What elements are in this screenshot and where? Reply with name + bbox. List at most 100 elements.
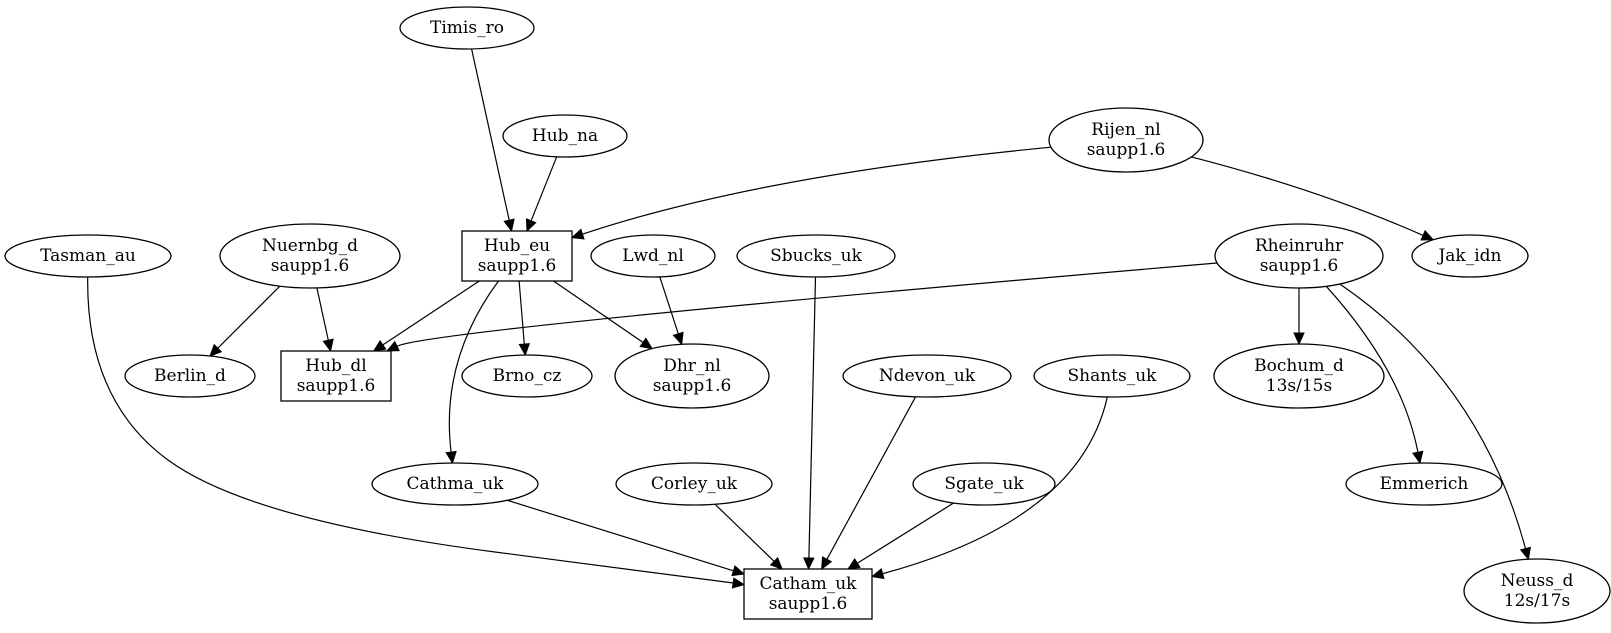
node-ellipse	[1345, 462, 1503, 506]
edge-line	[1339, 283, 1527, 549]
edge-line	[507, 499, 734, 572]
node-sublabel: saupp1.6	[1260, 256, 1339, 276]
node-ellipse	[736, 234, 896, 278]
edge-line	[826, 396, 917, 560]
arrowhead-icon	[846, 558, 861, 570]
node-emmerich[interactable]: Emmerich	[1345, 462, 1503, 506]
node-label: Tasman_au	[40, 246, 136, 266]
node-label: Lwd_nl	[622, 246, 684, 266]
node-label: Rijen_nl	[1091, 120, 1160, 140]
edge-nuernbg_d-to-berlin_d	[209, 285, 281, 357]
edge-line	[808, 276, 817, 559]
arrowhead-icon	[1293, 332, 1305, 346]
edge-line	[882, 396, 1108, 575]
node-label: Rheinruhr	[1255, 236, 1344, 256]
node-label: Sgate_uk	[944, 474, 1024, 494]
edge-rheinruhr-to-emmerich	[1325, 285, 1424, 465]
node-brno-cz[interactable]: Brno_cz	[461, 354, 593, 398]
arrowhead-icon	[525, 218, 537, 233]
node-ndevon-uk[interactable]: Ndevon_uk	[842, 354, 1012, 398]
node-sublabel: saupp1.6	[478, 256, 557, 276]
node-label: Hub_dl	[305, 356, 366, 376]
node-ellipse	[461, 354, 593, 398]
edge-line	[382, 280, 480, 346]
node-sublabel: saupp1.6	[769, 594, 848, 614]
edge-line	[530, 156, 558, 222]
arrowhead-icon	[322, 338, 334, 353]
node-lwd-nl[interactable]: Lwd_nl	[590, 234, 716, 278]
edge-ndevon_uk-to-catham_uk	[821, 396, 917, 571]
edge-rijen_nl-to-hub_eu	[570, 146, 1052, 240]
node-label: Corley_uk	[651, 474, 738, 494]
edge-line	[316, 287, 329, 341]
node-label: Cathma_uk	[407, 474, 505, 494]
node-ellipse	[4, 234, 172, 278]
edge-line	[659, 276, 679, 334]
node-sbucks-uk[interactable]: Sbucks_uk	[736, 234, 896, 278]
edge-line	[448, 280, 499, 453]
node-label: Berlin_d	[154, 366, 226, 386]
arrowhead-icon	[570, 228, 585, 240]
edge-line	[1325, 285, 1419, 453]
node-corley-uk[interactable]: Corley_uk	[615, 462, 773, 506]
node-label: Ndevon_uk	[879, 366, 976, 386]
node-hub-na[interactable]: Hub_na	[502, 114, 628, 158]
node-sgate-uk[interactable]: Sgate_uk	[912, 462, 1056, 506]
node-ellipse	[1214, 223, 1384, 289]
node-jak-idn[interactable]: Jak_idn	[1411, 234, 1529, 278]
arrowhead-icon	[672, 331, 684, 346]
edge-line	[217, 285, 281, 349]
node-tasman-au[interactable]: Tasman_au	[4, 234, 172, 278]
node-ellipse	[590, 234, 716, 278]
node-box	[461, 230, 573, 282]
edge-rheinruhr-to-neuss_d	[1339, 283, 1531, 561]
arrowhead-icon	[372, 339, 387, 352]
edge-tasman_au-to-catham_uk	[87, 276, 746, 589]
edge-shants_uk-to-catham_uk	[870, 396, 1108, 580]
node-ellipse	[1463, 558, 1611, 624]
node-shants-uk[interactable]: Shants_uk	[1033, 354, 1191, 398]
node-label: Sbucks_uk	[770, 246, 862, 266]
arrowhead-icon	[503, 218, 515, 233]
edge-cathma_uk-to-catham_uk	[507, 499, 746, 577]
node-label: Brno_cz	[493, 366, 562, 386]
node-timis-ro[interactable]: Timis_ro	[399, 6, 535, 50]
edge-corley_uk-to-catham_uk	[714, 503, 783, 570]
edge-line	[582, 146, 1052, 235]
node-box	[280, 350, 392, 402]
node-label: Emmerich	[1380, 474, 1469, 494]
edge-rheinruhr-to-bochum_d	[1293, 288, 1305, 346]
node-label: Hub_na	[532, 126, 598, 146]
arrowhead-icon	[803, 557, 815, 571]
node-label: Shants_uk	[1068, 366, 1158, 386]
node-cathma-uk[interactable]: Cathma_uk	[371, 462, 539, 506]
edge-rheinruhr-to-hub_dl	[386, 262, 1218, 352]
node-box	[743, 568, 873, 620]
node-sublabel: saupp1.6	[653, 376, 732, 396]
node-label: Neuss_d	[1501, 571, 1574, 591]
node-ellipse	[371, 462, 539, 506]
node-berlin-d[interactable]: Berlin_d	[124, 354, 256, 398]
node-label: Jak_idn	[1436, 246, 1501, 266]
arrowhead-icon	[209, 343, 223, 357]
edge-line	[856, 502, 954, 564]
arrowhead-icon	[518, 343, 531, 357]
edge-line	[518, 280, 525, 345]
arrowhead-icon	[870, 567, 885, 580]
edge-hub_eu-to-cathma_uk	[445, 280, 499, 465]
node-ellipse	[912, 462, 1056, 506]
edge-line	[1191, 156, 1424, 236]
node-sublabel: 12s/17s	[1504, 591, 1570, 611]
arrowhead-icon	[1519, 546, 1531, 561]
